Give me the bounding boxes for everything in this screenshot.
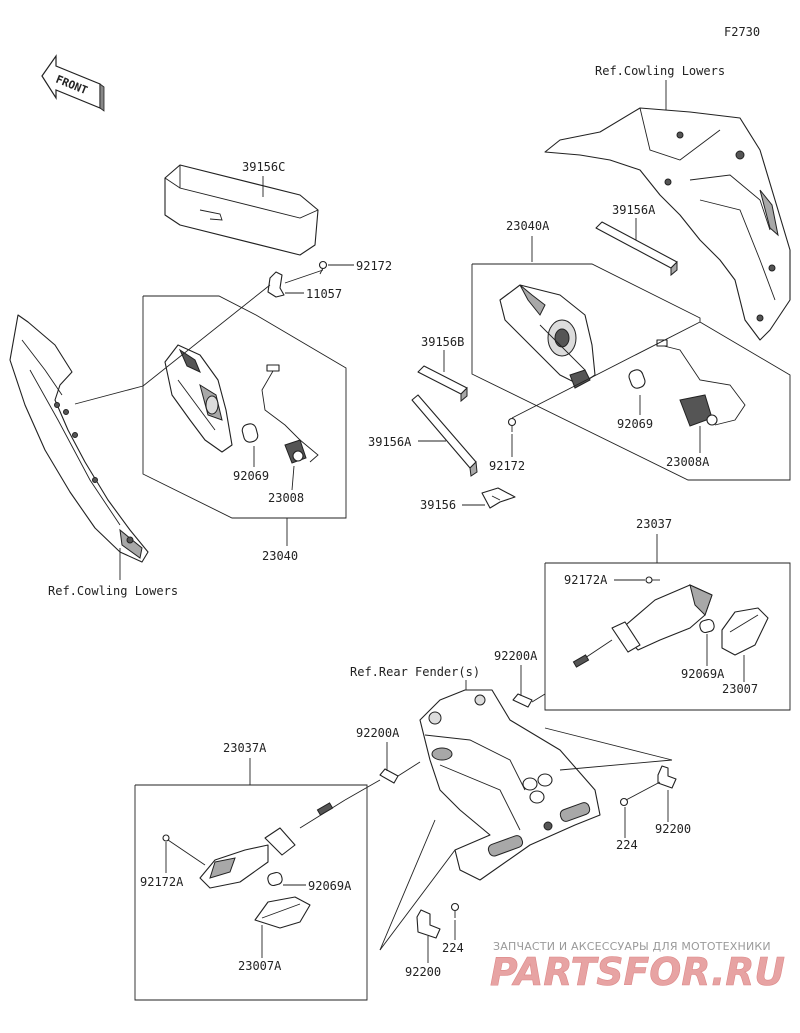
cowling-lower-right: [544, 107, 791, 341]
ref-cowling-lowers-right: Ref.Cowling Lowers: [595, 64, 725, 78]
label-23037A: 23037A: [223, 741, 267, 755]
label-39156C: 39156C: [242, 160, 285, 174]
label-92069A-right: 92069A: [681, 667, 725, 681]
label-23040A: 23040A: [506, 219, 550, 233]
turn-signal-front-right: [499, 284, 596, 389]
bulb-92069A-right: [699, 618, 715, 634]
label-92200A-right: 92200A: [494, 649, 538, 663]
screw-92172-mid: [507, 417, 517, 432]
screw-224-right: [619, 781, 661, 807]
screw-92172A-left: [162, 834, 206, 866]
cowling-lower-left: [9, 314, 149, 563]
turn-signal-front-left: [164, 344, 233, 453]
strip-39156B: [417, 365, 468, 403]
front-arrow-icon: FRONT: [41, 54, 105, 112]
strip-39156A-top: [595, 221, 678, 277]
grommet-92200A-right: [512, 693, 533, 708]
label-92069-right: 92069: [617, 417, 653, 431]
label-23040: 23040: [262, 549, 298, 563]
watermark-brand: PARTSFOR.RU: [490, 950, 785, 994]
bracket-39156: [481, 487, 516, 509]
bulb-92069-right: [628, 369, 646, 389]
label-92200-bottom: 92200: [405, 965, 441, 979]
label-23007A: 23007A: [238, 959, 282, 973]
lens-23007: [721, 607, 769, 656]
label-92069-left: 92069: [233, 469, 269, 483]
strip-39156A: [411, 394, 478, 477]
bulb-92069A-left: [267, 871, 283, 887]
label-92172A-right: 92172A: [564, 573, 608, 587]
label-224-right: 224: [616, 838, 638, 852]
watermark-caption: ЗАПЧАСТИ И АКСЕССУАРЫ ДЛЯ МОТОТЕХНИКИ: [493, 940, 771, 953]
diagram-code: F2730: [724, 25, 760, 39]
bracket-11057: [267, 271, 285, 298]
ref-cowling-lowers-left: Ref.Cowling Lowers: [48, 584, 178, 598]
label-92172-top: 92172: [356, 259, 392, 273]
label-92069A-left: 92069A: [308, 879, 352, 893]
label-92172-mid: 92172: [489, 459, 525, 473]
label-39156A-top: 39156A: [612, 203, 656, 217]
socket-23008: [261, 364, 319, 464]
label-92200-right: 92200: [655, 822, 691, 836]
label-23037: 23037: [636, 517, 672, 531]
screw-92172-top: [318, 260, 328, 275]
label-11057: 11057: [306, 287, 342, 301]
label-23008: 23008: [268, 491, 304, 505]
bracket-92200-bottom: [416, 909, 441, 939]
turn-signal-rear-right: [572, 584, 713, 668]
reflector-39156C: [164, 164, 319, 256]
tail-light: [522, 773, 553, 804]
screw-224-bottom: [450, 902, 460, 918]
label-39156: 39156: [420, 498, 456, 512]
label-92200A-left: 92200A: [356, 726, 400, 740]
bracket-92200-right: [657, 765, 677, 789]
label-23008A: 23008A: [666, 455, 710, 469]
screw-92172A-right: [645, 576, 660, 584]
label-39156A: 39156A: [368, 435, 412, 449]
lens-23007A: [254, 896, 311, 929]
turn-signal-rear-left: [199, 799, 346, 889]
label-224-bottom: 224: [442, 941, 464, 955]
grommet-92200A-left: [379, 768, 399, 784]
label-23007: 23007: [722, 682, 758, 696]
socket-23008A: [656, 339, 746, 427]
label-39156B: 39156B: [421, 335, 464, 349]
ref-rear-fender: Ref.Rear Fender(s): [350, 665, 480, 679]
bulb-92069-left: [241, 423, 259, 443]
label-92172A-left: 92172A: [140, 875, 184, 889]
rear-fender: [419, 689, 601, 881]
